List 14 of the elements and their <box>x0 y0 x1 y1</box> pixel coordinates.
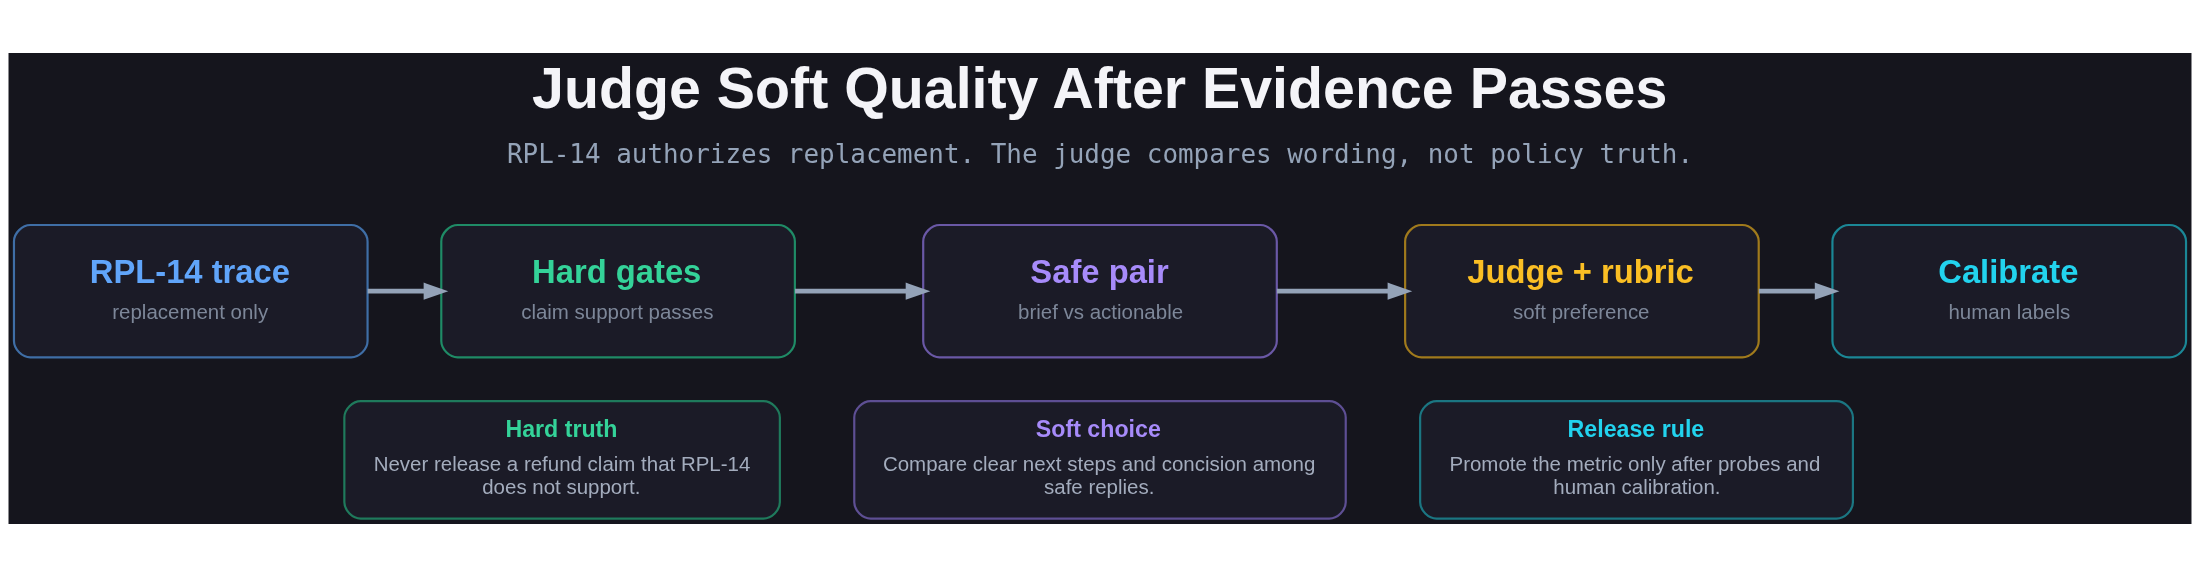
node-box: Soft choice Compare clear next steps and concision among safe replies. <box>853 399 1347 520</box>
node-box: Calibrate human labels <box>1831 223 2188 359</box>
node-box: Safe pair brief vs actionable <box>922 223 1278 359</box>
diagram-title: Judge Soft Quality After Evidence Passes <box>532 55 1668 120</box>
node-box: Hard gates claim support passes <box>440 223 796 359</box>
node-box: Hard truth Never release a refund claim that RPL-14 does not support. <box>343 399 781 520</box>
arrow <box>367 282 449 300</box>
node-box: RPL-14 trace replacement only <box>12 223 369 359</box>
arrow <box>1758 282 1840 300</box>
node-box: Release rule Promote the metric only after probes and human calibration. <box>1419 399 1854 520</box>
node-box: Judge + rubric soft preference <box>1404 223 1760 359</box>
arrow <box>1276 282 1413 300</box>
arrow <box>795 282 931 300</box>
label: RPL-14 authorizes replacement. The judge compares wording, not policy truth. <box>506 138 1694 169</box>
